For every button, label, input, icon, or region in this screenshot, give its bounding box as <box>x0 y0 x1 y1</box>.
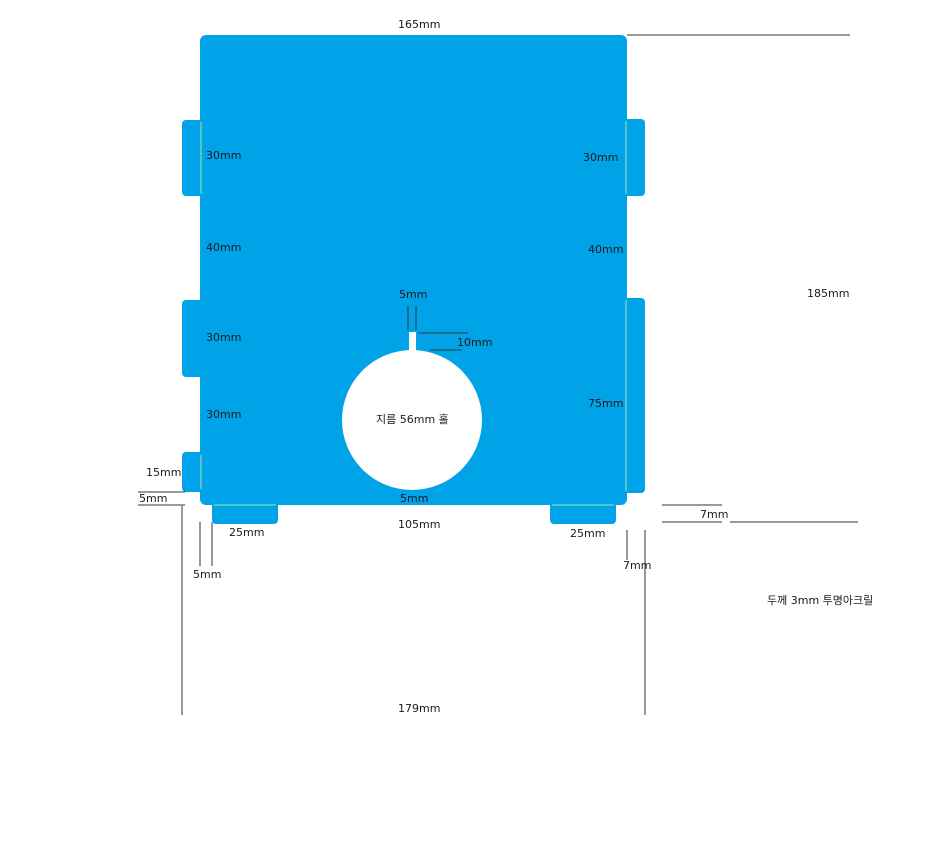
left-tab-3 <box>182 452 206 492</box>
label-bottom-tab-right: 25mm <box>570 527 605 540</box>
label-slot-width: 5mm <box>399 288 427 301</box>
material-note: 두께 3mm 투명아크릴 <box>767 594 873 607</box>
label-right-tab-1: 30mm <box>583 151 618 164</box>
main-panel <box>200 35 627 505</box>
label-height-right: 185mm <box>807 287 849 300</box>
label-right-tab-2: 75mm <box>588 397 623 410</box>
label-slot-depth: 10mm <box>457 336 492 349</box>
label-left-offset-h: 5mm <box>139 492 167 505</box>
label-left-tab-3: 15mm <box>146 466 181 479</box>
dimension-lines <box>138 34 858 715</box>
label-right-gap-1: 40mm <box>588 243 623 256</box>
label-left-tab-1: 30mm <box>206 149 241 162</box>
dimension-labels: 165mm 185mm 30mm 40mm 30mm 30mm 15mm 30m… <box>139 18 873 715</box>
label-left-gap-1: 40mm <box>206 241 241 254</box>
right-tab-1 <box>621 119 645 196</box>
label-right-offset-v: 7mm <box>623 559 651 572</box>
label-left-offset-v: 5mm <box>193 568 221 581</box>
bottom-tab-right <box>550 498 616 524</box>
label-total-width: 179mm <box>398 702 440 715</box>
label-left-gap-2: 30mm <box>206 408 241 421</box>
center-hole <box>342 350 482 490</box>
label-bottom-gap: 105mm <box>398 518 440 531</box>
label-bottom-tab-left: 25mm <box>229 526 264 539</box>
label-hole: 지름 56mm 홀 <box>376 413 449 426</box>
label-left-tab-2: 30mm <box>206 331 241 344</box>
key-slot <box>409 332 416 354</box>
right-tab-2 <box>621 298 645 493</box>
bottom-tab-left <box>212 498 278 524</box>
label-top-width: 165mm <box>398 18 440 31</box>
label-hole-bottom-gap: 5mm <box>400 492 428 505</box>
panel-shape <box>182 35 645 524</box>
left-tab-2 <box>182 300 206 377</box>
label-right-offset-h: 7mm <box>700 508 728 521</box>
left-tab-1 <box>182 120 206 196</box>
